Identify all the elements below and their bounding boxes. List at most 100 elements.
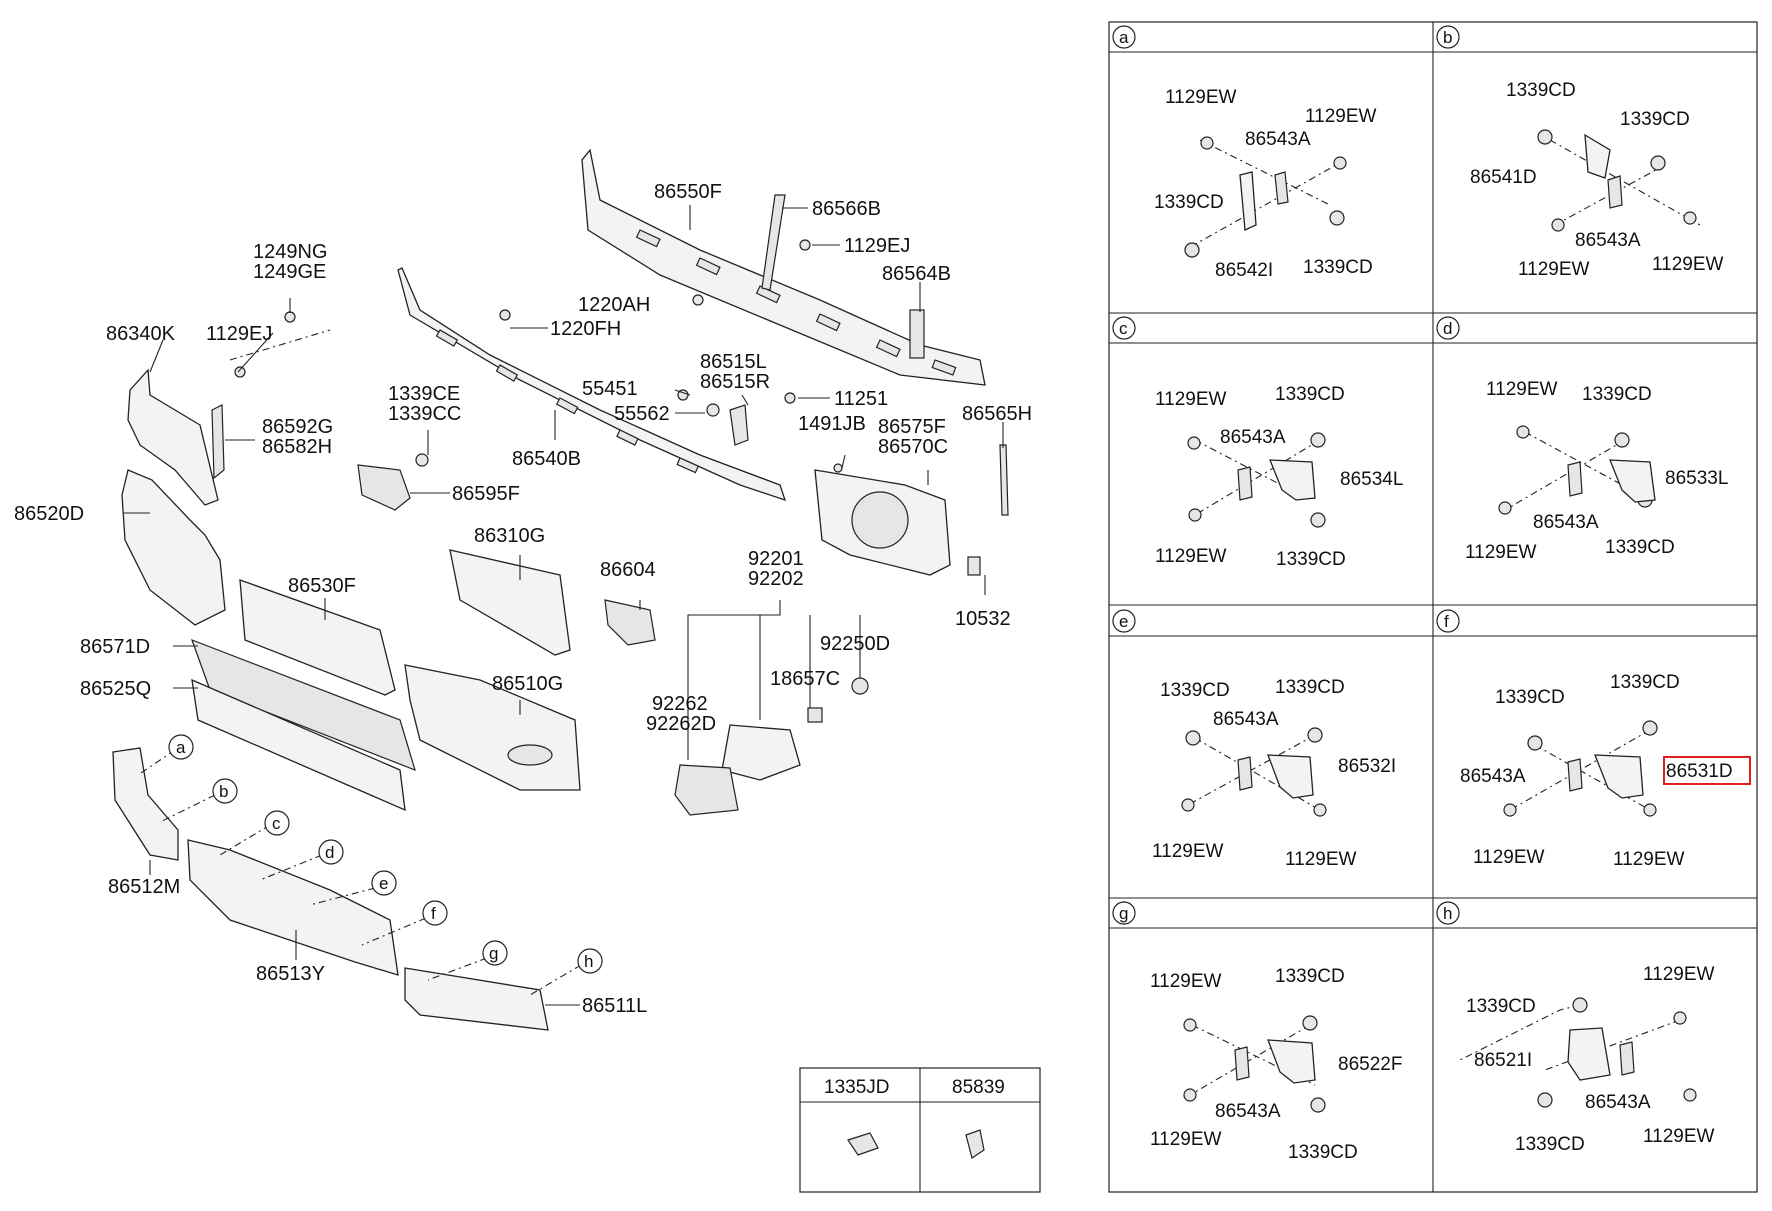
part-86540b — [397, 267, 787, 502]
panel-h-label-5: 1339CD — [1515, 1134, 1585, 1155]
support-opening — [851, 491, 909, 549]
part-86520d — [121, 469, 226, 626]
label-92201: 92201 — [748, 548, 804, 570]
part-86550f — [581, 148, 986, 386]
label-1339ce: 1339CE — [388, 383, 460, 405]
label-86550f: 86550F — [654, 181, 722, 203]
callout-c: c — [272, 814, 281, 833]
panel-d-label-4: 86543A — [1533, 512, 1599, 533]
label-1249ge: 1249GE — [253, 261, 326, 283]
panel-letter-g: g — [1119, 904, 1128, 923]
label-18657c: 18657C — [770, 668, 840, 690]
panel-letter-e: e — [1119, 612, 1128, 631]
callout-g: g — [489, 944, 498, 963]
label-86540b: 86540B — [512, 448, 581, 470]
callout-h: h — [584, 952, 593, 971]
label-86310g: 86310G — [474, 525, 545, 547]
main-labels: 1249NG 1249GE 86340K 1129EJ 86592G 86582… — [14, 181, 1032, 1017]
part-18657c — [807, 707, 823, 723]
callout-lines — [137, 749, 582, 996]
panel-d-label-6: 1339CD — [1605, 537, 1675, 558]
label-92202: 92202 — [748, 568, 804, 590]
panel-e-label-1: 1339CD — [1160, 680, 1230, 701]
part-10532 — [967, 556, 981, 576]
panel-d-label-2: 1339CD — [1582, 384, 1652, 405]
panel-a-label-3: 1129EW — [1305, 106, 1377, 127]
panel-a-label-4: 1339CD — [1154, 192, 1224, 213]
label-55451: 55451 — [582, 378, 638, 400]
panel-f: 1339CD 1339CD 86543A 86531D 1129EW 1129E… — [1460, 672, 1751, 870]
label-86530f: 86530F — [288, 575, 356, 597]
part-86513y — [187, 839, 399, 976]
panel-e-label-6: 1129EW — [1285, 849, 1357, 870]
main-leader-lines — [123, 205, 1004, 1006]
label-86592g: 86592G — [262, 416, 333, 438]
panel-g-label-4: 1129EW — [1150, 1129, 1222, 1150]
label-86604: 86604 — [600, 559, 656, 581]
label-86511l: 86511L — [582, 995, 647, 1017]
panel-f-label-4-highlighted: 86531D — [1666, 761, 1733, 782]
panel-h-label-6: 1129EW — [1643, 1126, 1715, 1147]
panel-b-label-3: 86541D — [1470, 167, 1537, 188]
panel-a-label-1: 1129EW — [1165, 87, 1237, 108]
panel-d-label-3: 86533L — [1665, 468, 1728, 489]
panel-f-label-6: 1129EW — [1613, 849, 1685, 870]
panel-c-label-6: 1339CD — [1276, 549, 1346, 570]
callout-b: b — [219, 782, 228, 801]
panel-a-label-5: 86542I — [1215, 260, 1273, 281]
panel-c-label-3: 86543A — [1220, 427, 1286, 448]
panel-g-label-2: 1339CD — [1275, 966, 1345, 987]
panel-g: 1129EW 1339CD 86522F 1129EW 86543A 1339C… — [1150, 966, 1402, 1163]
panel-b-label-1: 1339CD — [1506, 80, 1576, 101]
panel-e-label-4: 86532I — [1338, 756, 1396, 777]
panel-letters: a b c d e f g h — [1112, 25, 1460, 925]
label-55562: 55562 — [614, 403, 670, 425]
panel-c-label-1: 1129EW — [1155, 389, 1227, 410]
panel-letter-c: c — [1119, 319, 1128, 338]
label-92262: 92262 — [652, 693, 708, 715]
part-86595f — [357, 464, 411, 511]
panel-letter-a: a — [1119, 28, 1129, 47]
part-92262 — [674, 764, 739, 816]
part-92201 — [721, 724, 801, 781]
panel-b-label-4: 86543A — [1575, 230, 1641, 251]
clip-85839-icon — [965, 1129, 985, 1159]
label-86565h: 86565H — [962, 403, 1032, 425]
label-1220ah: 1220AH — [578, 294, 650, 316]
panel-h-label-2: 1339CD — [1466, 996, 1536, 1017]
label-86513y: 86513Y — [256, 963, 325, 985]
detail-grid — [1108, 21, 1758, 1193]
legend-table: 1335JD 85839 — [799, 1067, 1041, 1193]
panel-letter-h: h — [1443, 904, 1452, 923]
callout-d: d — [325, 843, 334, 862]
clip-1335jd-icon — [847, 1132, 879, 1156]
label-1129ej-a: 1129EJ — [206, 323, 272, 345]
legend-1335jd: 1335JD — [824, 1077, 890, 1098]
part-86525q — [191, 678, 406, 812]
label-86340k: 86340K — [106, 323, 176, 345]
panel-b-label-6: 1129EW — [1652, 254, 1724, 275]
beam2-slots — [435, 329, 700, 474]
legend-85839: 85839 — [952, 1077, 1005, 1098]
label-86571d: 86571D — [80, 636, 150, 658]
label-86564b: 86564B — [882, 263, 951, 285]
fog-opening — [507, 744, 553, 766]
panel-c-label-4: 86534L — [1340, 469, 1403, 490]
part-86565h — [999, 444, 1009, 516]
label-86570c: 86570C — [878, 436, 948, 458]
panel-e-label-2: 1339CD — [1275, 677, 1345, 698]
label-86510g: 86510G — [492, 673, 563, 695]
panel-f-label-3: 86543A — [1460, 766, 1526, 787]
callout-e: e — [379, 874, 388, 893]
panel-e: 1339CD 1339CD 86543A 86532I 1129EW 1129E… — [1152, 677, 1396, 870]
label-86512m: 86512M — [108, 876, 180, 898]
panel-d-label-1: 1129EW — [1486, 379, 1558, 400]
part-86515 — [729, 404, 749, 446]
panel-e-label-3: 86543A — [1213, 709, 1279, 730]
panel-g-label-1: 1129EW — [1150, 971, 1222, 992]
panel-letter-d: d — [1443, 319, 1452, 338]
panel-c-label-5: 1129EW — [1155, 546, 1227, 567]
bolts — [234, 239, 843, 473]
part-86511l — [404, 967, 549, 1031]
